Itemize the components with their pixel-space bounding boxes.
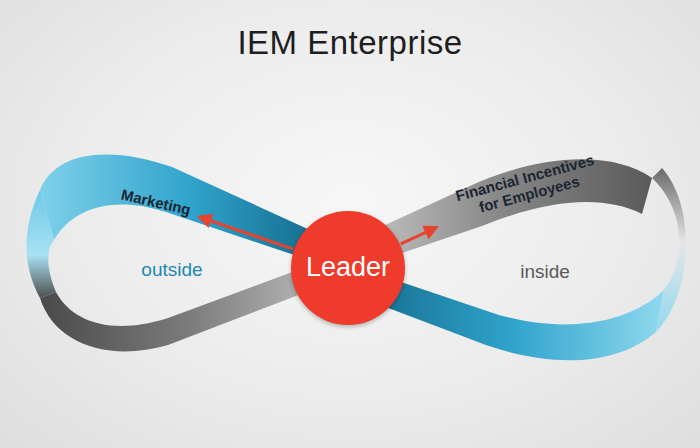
ribbon-left-lower [40,258,330,351]
band-label: Financial Incentives for Employees [443,148,610,224]
leader-arrow [401,228,436,244]
diagram-title: IEM Enterprise [0,24,700,62]
ribbon-right-end [652,168,686,332]
band-label: Marketing [120,186,193,219]
ribbon-band: Financial Incentives for Employees [439,145,615,227]
node-label: Leader [306,252,390,283]
region-label: inside [520,261,570,283]
leader-circle: Leader [291,211,405,325]
ribbon-band: Marketing [115,183,197,221]
ribbon-left-end [27,190,57,298]
region-label: outside [141,259,202,281]
leader-arrow [200,217,293,249]
